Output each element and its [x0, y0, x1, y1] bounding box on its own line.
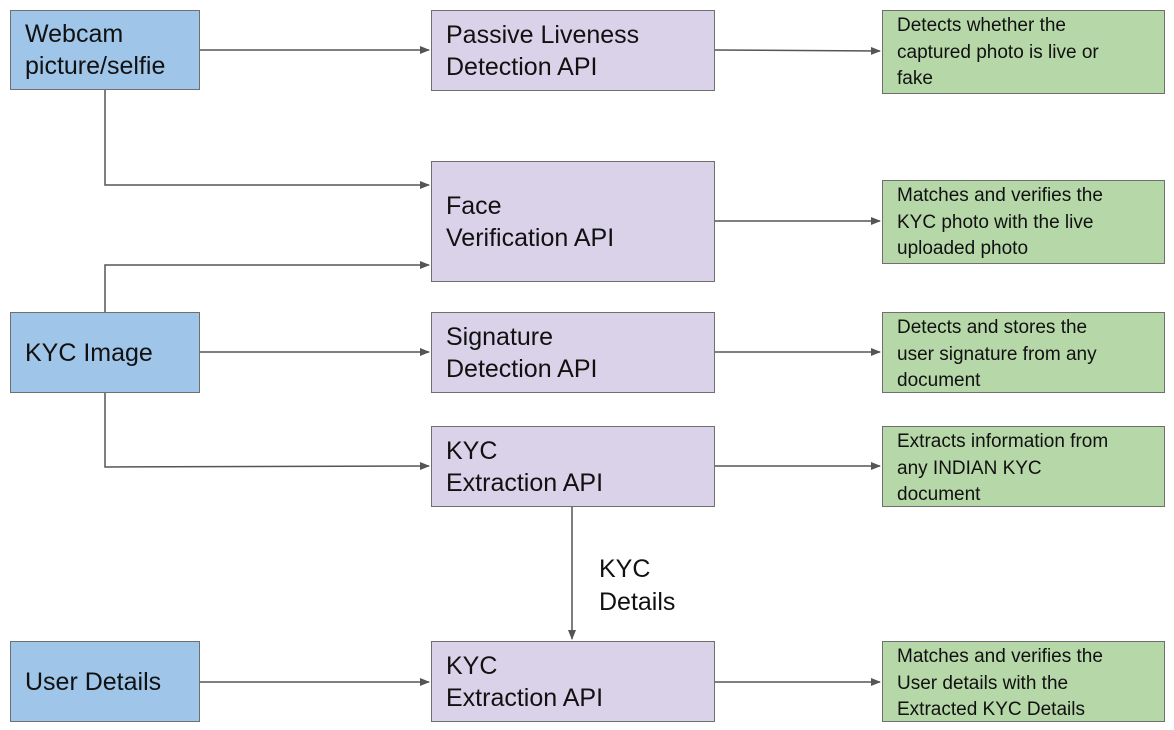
user-match-result-node: Matches and verifies the User details wi… [882, 641, 1165, 722]
signature-detection-api-label: Signature Detection API [446, 322, 598, 383]
user-details-label: User Details [25, 667, 162, 696]
webcam-picture-node: Webcam picture/selfie [10, 10, 200, 90]
kyc-image-node: KYC Image [10, 312, 200, 393]
kyc-details-edge-label: KYC Details [599, 555, 676, 616]
passive-liveness-api-label: Passive Liveness Detection API [446, 20, 640, 81]
extraction-result-node: Extracts information from any INDIAN KYC… [882, 426, 1165, 507]
arrow-liveness-to-result [713, 46, 881, 55]
face-verification-api-node: Face Verification API [431, 161, 715, 282]
passive-liveness-api-node: Passive Liveness Detection API [431, 10, 715, 91]
signature-result-text: Detects and stores the user signature fr… [897, 317, 1097, 391]
signature-detection-api-node: Signature Detection API [431, 312, 715, 393]
arrow-kyc-image-to-extraction [104, 393, 430, 471]
kyc-extraction-api-node: KYC Extraction API [431, 426, 715, 507]
arrow-webcam-to-face [104, 90, 430, 189]
user-match-result-text: Matches and verifies the User details wi… [897, 646, 1103, 720]
extraction-result-text: Extracts information from any INDIAN KYC… [897, 431, 1109, 505]
webcam-picture-label: Webcam picture/selfie [25, 20, 166, 80]
kyc-extraction-api-label: KYC Extraction API [446, 436, 604, 497]
face-verification-api-label: Face Verification API [446, 191, 615, 252]
liveness-result-node: Detects whether the captured photo is li… [882, 10, 1165, 94]
liveness-result-text: Detects whether the captured photo is li… [897, 15, 1099, 89]
kyc-extraction-api-label-2: KYC Extraction API [446, 651, 604, 712]
user-details-node: User Details [10, 641, 200, 722]
kyc-extraction-api-node-2: KYC Extraction API [431, 641, 715, 722]
kyc-image-label: KYC Image [25, 338, 153, 367]
face-verification-result-node: Matches and verifies the KYC photo with … [882, 180, 1165, 264]
face-verification-result-text: Matches and verifies the KYC photo with … [897, 185, 1103, 259]
arrow-kyc-image-to-face [104, 261, 430, 313]
signature-result-node: Detects and stores the user signature fr… [882, 312, 1165, 393]
